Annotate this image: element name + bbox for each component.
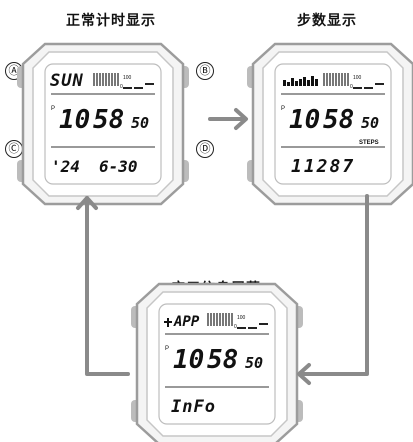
steps-value: 11287: [291, 156, 355, 177]
watch-normal: SUN 100 0 P 10 58 50 '24 6-30: [15, 42, 191, 206]
arrow-normal-to-steps: [208, 108, 248, 130]
steps-label: STEPS: [359, 140, 379, 146]
hours: 10: [173, 345, 204, 375]
minutes: 58: [207, 345, 238, 375]
pm-indicator: P: [281, 106, 285, 112]
seconds: 50: [245, 354, 263, 372]
scale-min: 0: [120, 84, 123, 90]
hours: 10: [59, 105, 90, 135]
step-graph-icon: [283, 76, 318, 86]
app-label: APP: [173, 314, 200, 330]
scale-min: 0: [234, 324, 237, 330]
info-label: InFo: [171, 397, 216, 417]
title-step-display: 步数显示: [297, 13, 357, 29]
scale-min: 0: [350, 84, 353, 90]
app-icon: [164, 318, 172, 327]
hours: 10: [289, 105, 320, 135]
scale-max: 100: [123, 75, 132, 81]
minutes: 58: [93, 105, 124, 135]
scale-max: 100: [353, 75, 362, 81]
title-normal-timekeeping: 正常计时显示: [66, 13, 156, 29]
button-b-label: Ⓑ: [196, 62, 214, 80]
seconds: 50: [361, 114, 379, 132]
date-year: '24: [51, 157, 80, 176]
minutes: 58: [323, 105, 354, 135]
seconds: 50: [131, 114, 149, 132]
date-month-day: 6-30: [99, 157, 138, 176]
watch-steps: 100 0 P 10 58 50 STEPS 11287: [245, 42, 413, 206]
button-d-label: Ⓓ: [196, 140, 214, 158]
pm-indicator: P: [165, 346, 169, 352]
watch-app: APP 100 0 P 10 58 50 InFo: [129, 282, 305, 442]
pm-indicator: P: [51, 106, 55, 112]
day-of-week: SUN: [50, 71, 84, 91]
arrow-steps-to-app: [297, 194, 369, 385]
arrow-app-to-normal: [76, 196, 130, 376]
scale-max: 100: [237, 315, 246, 321]
